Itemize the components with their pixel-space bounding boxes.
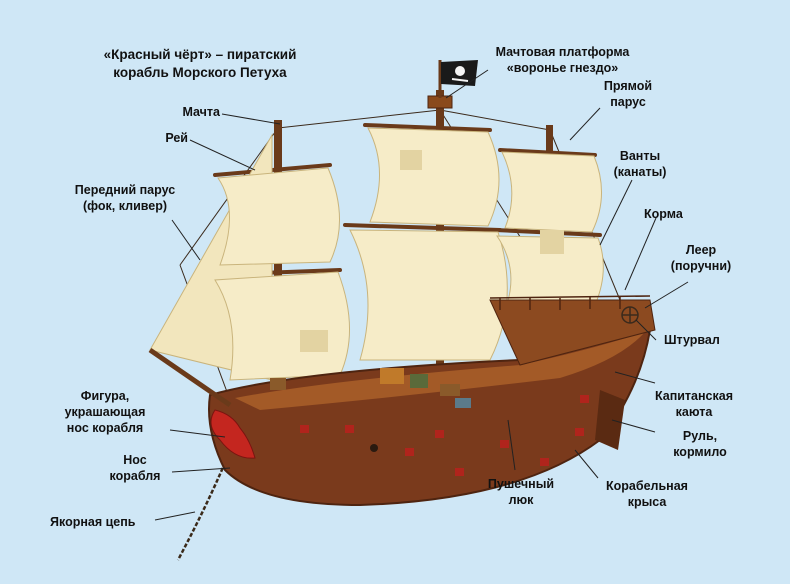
crows-nest xyxy=(427,60,453,109)
figurehead xyxy=(210,409,256,459)
bowsprit xyxy=(148,347,232,408)
label-figurehead: Фигура, украшающая нос корабля xyxy=(64,389,146,435)
title-line1: «Красный чёрт» – пиратский xyxy=(103,47,297,62)
label-yard: Рей xyxy=(165,131,188,145)
label-square-sail: Прямой парус xyxy=(603,79,653,109)
label-shrouds: Ванты (канаты) xyxy=(613,149,667,179)
label-gun-port: Пушечный люк xyxy=(487,477,555,507)
sail-patches xyxy=(300,150,564,352)
helm-wheel xyxy=(621,306,639,324)
leader-lines xyxy=(154,69,689,521)
label-helm: Штурвал xyxy=(664,333,720,347)
label-ship-rat: Корабельная крыса xyxy=(606,479,688,509)
stern-castle xyxy=(489,299,656,366)
label-stern: Корма xyxy=(644,207,683,221)
deck-cargo xyxy=(270,368,471,408)
label-mast: Мачта xyxy=(182,105,220,119)
label-bow: Нос корабля xyxy=(109,453,161,483)
label-crows-nest: Мачтовая платформа «воронье гнездо» xyxy=(495,45,630,75)
label-railing: Леер (поручни) xyxy=(670,243,732,273)
pirate-flag xyxy=(441,60,478,86)
hawse-hole xyxy=(370,444,378,452)
label-rudder: Руль, кормило xyxy=(673,429,727,459)
label-anchor-chain: Якорная цепь xyxy=(50,515,136,529)
title-line2: корабль Морского Петуха xyxy=(113,65,287,80)
diagram-title: «Красный чёрт» – пиратский корабль Морск… xyxy=(70,46,330,82)
deck xyxy=(235,332,645,410)
railing xyxy=(489,295,651,310)
gun-ports xyxy=(300,395,589,476)
label-captain-cabin: Капитанская каюта xyxy=(654,389,734,419)
rudder xyxy=(595,390,625,450)
label-fore-sail: Передний парус (фок, кливер) xyxy=(74,183,176,213)
square-sails xyxy=(214,127,604,381)
